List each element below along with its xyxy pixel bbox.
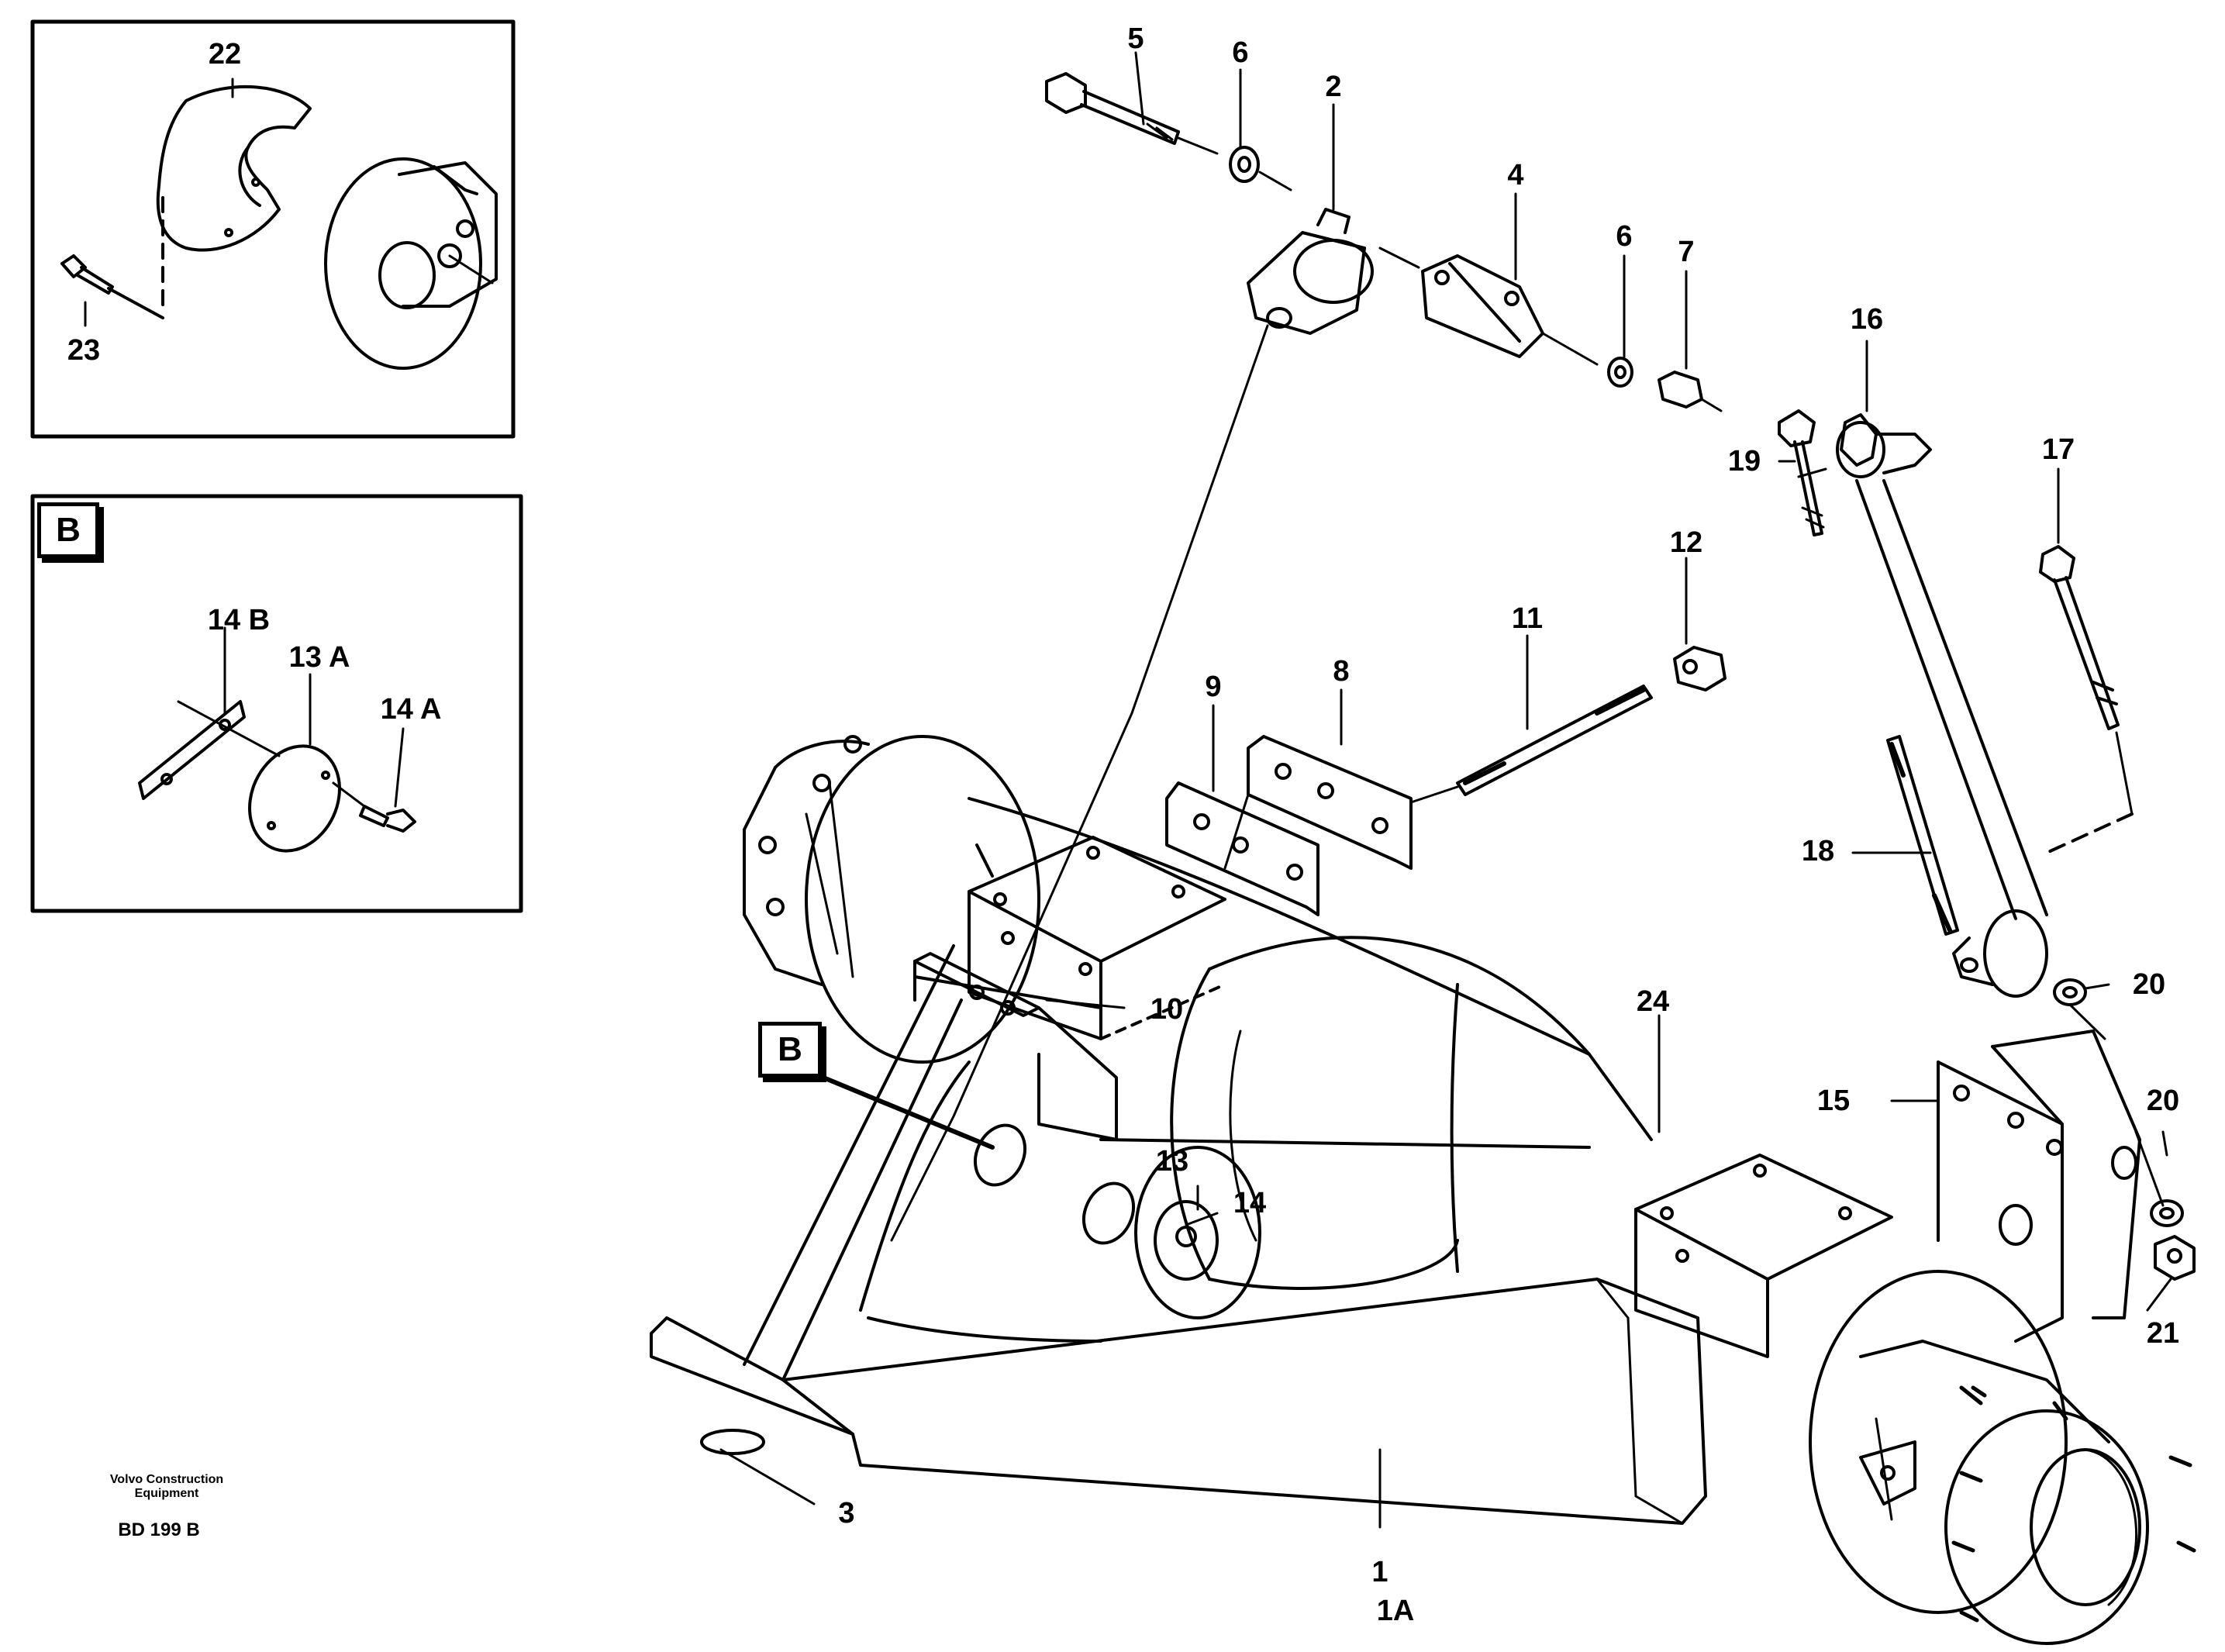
bushing-2 (892, 209, 1372, 1240)
bracket-plate-b (915, 954, 1116, 1140)
callout-17: 17 (2041, 433, 2075, 466)
callout-3: 3 (838, 1497, 855, 1530)
callout-18: 18 (1801, 835, 1835, 867)
nut-7 (1659, 372, 1721, 411)
callout-20-upper: 20 (2132, 968, 2166, 1001)
callout-1: 1 (1371, 1556, 1388, 1588)
footer-company-line1: Volvo Construction (109, 1473, 224, 1486)
callout-19: 19 (1727, 445, 1761, 478)
axle-housing (969, 798, 1651, 1288)
stud-18 (1888, 736, 1958, 934)
callout-20-lower: 20 (2146, 1085, 2180, 1117)
callout-6-right: 6 (1616, 220, 1633, 253)
footer-drawing-code: BD 199 B (118, 1519, 200, 1540)
callout-4: 4 (1507, 159, 1524, 191)
brake-hub-disc (326, 159, 496, 368)
washer-20-upper (2054, 980, 2105, 1039)
callout-15: 15 (1816, 1085, 1851, 1117)
cover-13A (233, 731, 357, 865)
washer-6-right (1609, 358, 1632, 386)
callout-8: 8 (1333, 655, 1350, 688)
callout-23: 23 (67, 334, 101, 367)
screw-14A (360, 806, 415, 831)
opening-b (966, 1117, 1034, 1193)
inset-frame-b (33, 496, 521, 911)
stud-11 (1411, 686, 1651, 802)
washer-20-lower (2151, 1201, 2182, 1226)
callout-10: 10 (1150, 993, 1184, 1026)
washer-6-top (1230, 147, 1291, 190)
bolt-5 (1047, 74, 1217, 153)
view-b-marker: B (758, 1022, 822, 1078)
callout-12: 12 (1669, 526, 1703, 559)
callout-24: 24 (1636, 985, 1670, 1018)
inset-b-tag: B (37, 502, 99, 558)
trunnion-frame (651, 946, 1706, 1523)
callout-7: 7 (1678, 236, 1695, 268)
callout-1A: 1A (1376, 1595, 1415, 1627)
brake-shield-disc (158, 87, 310, 250)
callout-13: 13 (1155, 1145, 1189, 1178)
inset-frame-brake (33, 22, 513, 436)
callout-5: 5 (1127, 22, 1144, 55)
plate-8 (1225, 736, 1411, 868)
cover-13 (1075, 1175, 1143, 1251)
callout-14B: 14 B (207, 604, 271, 636)
leader-lines (85, 53, 2171, 1527)
callout-22: 22 (208, 38, 242, 71)
mounting-pad-left (969, 837, 1225, 1039)
callout-14: 14 (1233, 1187, 1267, 1219)
callout-11: 11 (1511, 602, 1544, 635)
left-wheel-hub (744, 736, 1039, 1062)
pinion-flange (1136, 1147, 1260, 1318)
callout-14A: 14 A (380, 693, 442, 726)
mounting-pad-right (1636, 1155, 1892, 1357)
footer-company-line2: Equipment (134, 1487, 199, 1500)
callout-6-top: 6 (1232, 36, 1249, 69)
callout-16: 16 (1850, 303, 1884, 336)
nut-12 (1675, 647, 1725, 690)
right-wheel-hub (1810, 1271, 2194, 1643)
nut-21 (2155, 1236, 2194, 1279)
callout-21: 21 (2146, 1317, 2180, 1350)
bolt-19 (1779, 411, 1826, 535)
callout-2: 2 (1325, 71, 1342, 103)
bolt-23 (62, 256, 163, 318)
callout-13A: 13 A (288, 641, 350, 674)
bracket-15 (1938, 1031, 2140, 1341)
plate-14B (140, 702, 244, 798)
bolt-17 (2040, 547, 2132, 853)
callout-9: 9 (1205, 671, 1222, 703)
clamp-4 (1380, 248, 1597, 364)
torque-rod-16 (1837, 415, 2047, 996)
